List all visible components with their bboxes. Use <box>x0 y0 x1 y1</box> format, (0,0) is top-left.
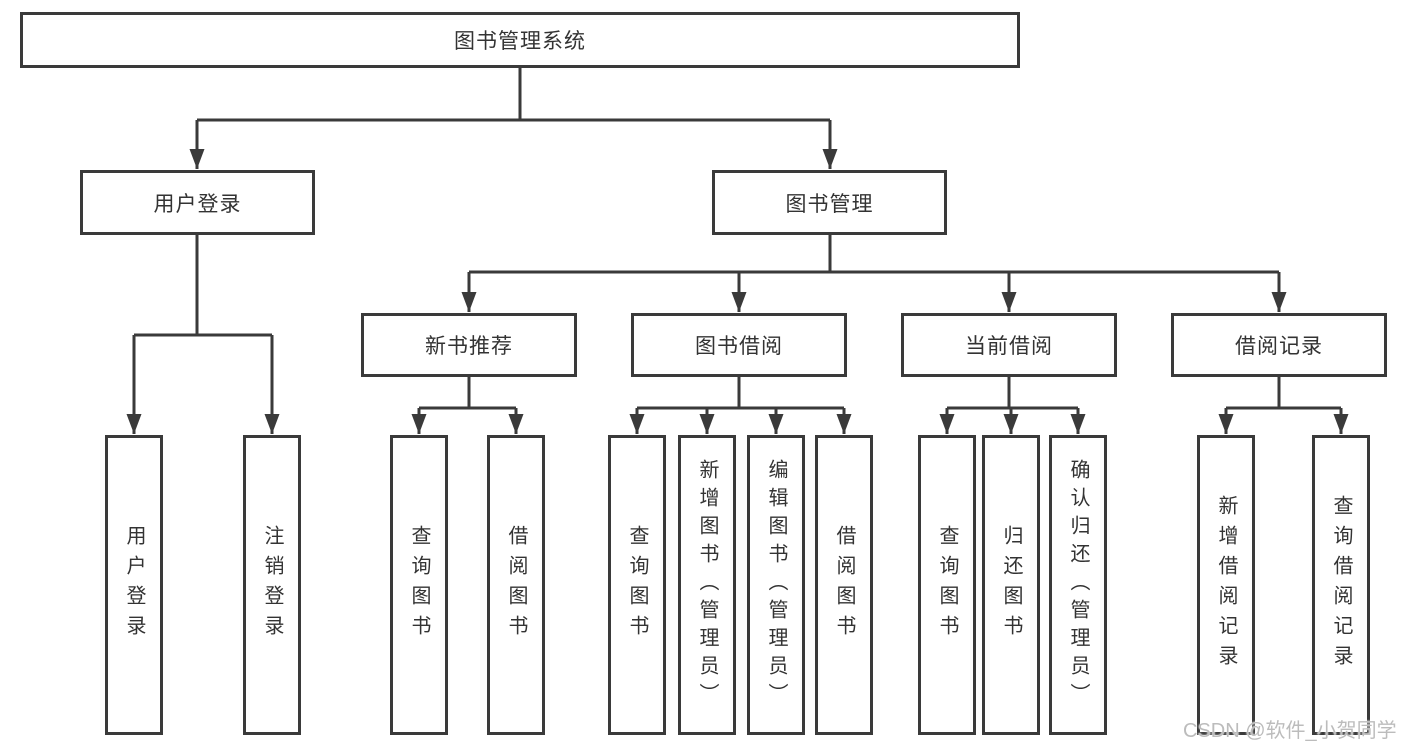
node-label: 图书借阅 <box>695 335 783 358</box>
leaf-add-borrow-record: 新增借阅记录 <box>1197 435 1255 735</box>
leaf-borrow-books-recommend: 借阅图书 <box>487 435 545 735</box>
leaf-user-login: 用户登录 <box>105 435 163 735</box>
node-current-borrow: 当前借阅 <box>901 313 1117 377</box>
node-label: 图书管理 <box>785 192 874 216</box>
leaf-query-books-current: 查询图书 <box>918 435 976 735</box>
node-book-management-system: 图书管理系统 <box>20 12 1020 68</box>
leaf-label: 查询借阅记录 <box>1330 495 1352 675</box>
leaf-query-books-borrow: 查询图书 <box>608 435 666 735</box>
leaf-label: 查询图书 <box>408 525 430 645</box>
leaf-label: 编辑图书（管理员） <box>765 459 787 711</box>
leaf-return-book: 归还图书 <box>982 435 1040 735</box>
node-new-book-recommend: 新书推荐 <box>361 313 577 377</box>
leaf-label: 用户登录 <box>123 525 145 645</box>
leaf-borrow-books-borrow: 借阅图书 <box>815 435 873 735</box>
node-borrow-records: 借阅记录 <box>1171 313 1387 377</box>
node-user-login: 用户登录 <box>80 170 315 235</box>
node-label: 当前借阅 <box>965 335 1053 358</box>
node-label: 图书管理系统 <box>454 30 586 53</box>
leaf-query-borrow-record: 查询借阅记录 <box>1312 435 1370 735</box>
leaf-add-book-admin: 新增图书（管理员） <box>678 435 736 735</box>
node-label: 新书推荐 <box>425 335 513 358</box>
node-label: 借阅记录 <box>1235 335 1323 358</box>
leaf-label: 确认归还（管理员） <box>1067 459 1089 711</box>
leaf-logout: 注销登录 <box>243 435 301 735</box>
watermark: CSDN @软件_小贺同学 <box>1183 720 1397 742</box>
leaf-query-books-recommend: 查询图书 <box>390 435 448 735</box>
leaf-label: 新增图书（管理员） <box>696 459 718 711</box>
leaf-confirm-return-admin: 确认归还（管理员） <box>1049 435 1107 735</box>
leaf-label: 借阅图书 <box>505 525 527 645</box>
node-book-management: 图书管理 <box>712 170 947 235</box>
leaf-label: 查询图书 <box>626 525 648 645</box>
node-label: 用户登录 <box>153 192 242 216</box>
leaf-label: 新增借阅记录 <box>1215 495 1237 675</box>
node-book-borrow: 图书借阅 <box>631 313 847 377</box>
leaf-label: 注销登录 <box>261 525 283 645</box>
leaf-label: 借阅图书 <box>833 525 855 645</box>
leaf-edit-book-admin: 编辑图书（管理员） <box>747 435 805 735</box>
leaf-label: 归还图书 <box>1000 525 1022 645</box>
leaf-label: 查询图书 <box>936 525 958 645</box>
